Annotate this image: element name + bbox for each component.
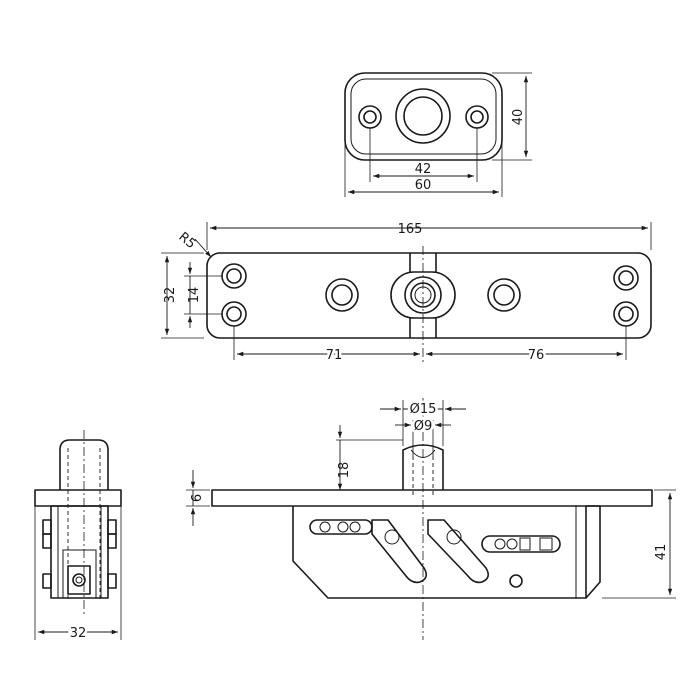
plan-hole-left-top-inner (226, 268, 242, 284)
top-right-hole-outer (465, 105, 489, 129)
top-center-hole-inner (403, 96, 443, 136)
plan-hole-mid-right-outer (487, 278, 521, 312)
front-slot-right (481, 535, 561, 553)
plan-hole-mid-left-outer (325, 278, 359, 312)
side-pin (59, 439, 109, 490)
plan-hole-left-top-outer (221, 263, 247, 289)
plan-hole-right-top-outer (613, 265, 639, 291)
dim-42-label: 42 (415, 162, 432, 177)
top-view: 40 42 60 (344, 72, 532, 197)
dim-d15-label: Ø15 (410, 402, 437, 417)
top-left-hole-inner (363, 110, 377, 124)
dim-41-label: 41 (654, 544, 669, 561)
plan-hole-right-bottom-outer (613, 301, 639, 327)
front-plate (211, 489, 653, 507)
dim-32-side-label: 32 (70, 626, 87, 641)
dim-d9-label: Ø9 (414, 419, 433, 434)
dim-40-label: 40 (511, 109, 526, 126)
side-body (50, 505, 109, 599)
front-slot-diag-right (427, 519, 490, 584)
dim-r5-label: R5 (175, 230, 198, 253)
plan-hole-left-bottom-inner (226, 306, 242, 322)
front-body (292, 506, 587, 599)
plan-hole-right-bottom-inner (618, 306, 634, 322)
side-bolt (67, 565, 91, 595)
plan-hole-mid-right-inner (493, 284, 515, 306)
dim-165-label: 165 (398, 222, 423, 237)
plan-hole-left-bottom-outer (221, 301, 247, 327)
top-plate-inner (350, 78, 497, 155)
dim-6-label: 6 (190, 494, 205, 502)
dim-line-r5 (194, 238, 212, 258)
top-left-hole-outer (358, 105, 382, 129)
top-center-hole-outer (395, 88, 451, 144)
top-right-hole-inner (470, 110, 484, 124)
plan-view: 165 R5 32 14 71 76 (161, 222, 652, 366)
side-view: 32 (34, 430, 122, 644)
top-plate-outer (344, 72, 503, 161)
front-small-hole (509, 574, 523, 588)
dim-14-label: 14 (187, 287, 202, 304)
front-body-side (585, 505, 601, 599)
dim-18-label: 18 (337, 462, 352, 479)
dim-60-label: 60 (415, 178, 432, 193)
dim-71-label: 71 (326, 348, 343, 363)
side-plate (34, 489, 122, 507)
plan-plate (206, 252, 652, 339)
front-view: Ø15 Ø9 18 6 41 (186, 398, 676, 640)
plan-hole-mid-left-inner (331, 284, 353, 306)
dim-32-plan-label: 32 (163, 287, 178, 304)
plan-hole-right-top-inner (618, 270, 634, 286)
dim-76-label: 76 (528, 348, 545, 363)
front-slot-diag-left (371, 519, 428, 584)
plan-center-slot (390, 271, 456, 319)
